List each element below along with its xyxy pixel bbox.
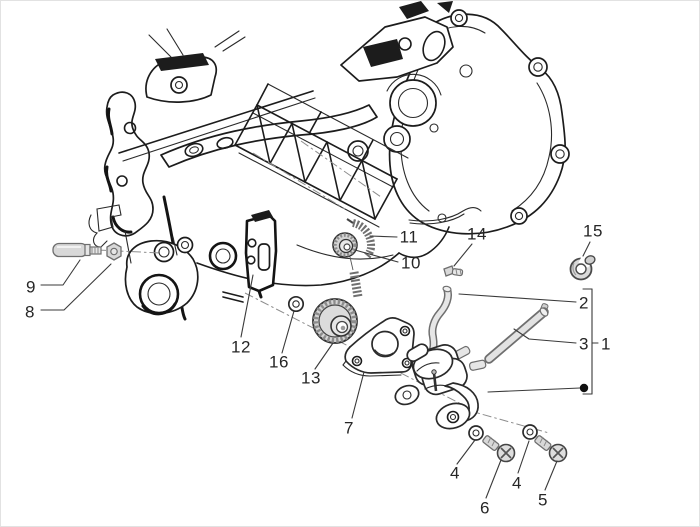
callout-part-8: 8 <box>25 302 35 322</box>
callout-part-16: 16 <box>269 352 289 372</box>
hose-part-3-drawing <box>484 303 549 364</box>
nut-part-8-drawing <box>106 242 122 261</box>
screw-part-6-drawing <box>482 435 516 463</box>
callout-part-4-right: 4 <box>512 473 522 493</box>
callout-part-14: 14 <box>467 224 487 244</box>
truss-lattice <box>234 83 409 228</box>
gear-part-13-drawing <box>312 298 358 344</box>
callout-part-3: 3 <box>579 334 589 354</box>
callout-part-4-left: 4 <box>450 463 460 483</box>
spring-part-10-drawing <box>349 256 363 298</box>
callout-part-12: 12 <box>231 337 251 357</box>
washer-part-4-left-drawing <box>468 425 484 441</box>
clip-part-15-drawing <box>569 252 596 281</box>
crankcase-drawing <box>88 1 570 321</box>
callout-part-5: 5 <box>538 490 548 510</box>
washer-part-4-right-drawing <box>522 424 538 440</box>
screw-part-14-drawing <box>443 265 464 277</box>
leader-lines <box>40 235 591 499</box>
washer-part-16-drawing <box>287 295 305 313</box>
callout-part-13: 13 <box>301 368 321 388</box>
bolt-part-9-drawing <box>52 242 102 258</box>
bracket-dot <box>579 383 589 393</box>
callout-part-1: 1 <box>601 334 611 354</box>
callout-part-6: 6 <box>480 498 490 518</box>
group-bracket-part-1 <box>582 288 599 395</box>
callout-part-10: 10 <box>401 253 421 273</box>
callout-part-2: 2 <box>579 293 589 313</box>
callout-part-9: 9 <box>26 277 36 297</box>
callout-part-15: 15 <box>583 221 603 241</box>
oil-pump-part-1-drawing <box>394 343 487 430</box>
callout-part-11: 11 <box>399 227 419 247</box>
hose-part-2-drawing <box>428 285 453 354</box>
callout-part-7: 7 <box>344 418 354 438</box>
bracket-part-12-drawing <box>244 210 278 299</box>
gear-part-11-drawing <box>332 218 376 260</box>
plate-part-7-drawing <box>342 317 415 377</box>
screw-part-5-drawing <box>534 435 568 463</box>
